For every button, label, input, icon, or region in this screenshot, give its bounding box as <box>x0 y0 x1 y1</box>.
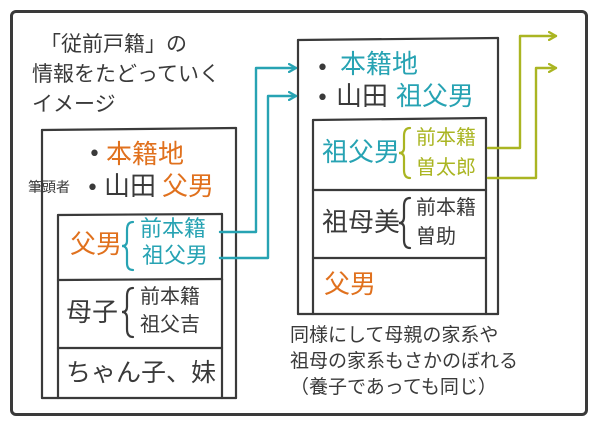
note-line-1: 同様にして母親の家系や <box>290 324 499 346</box>
left-head-prefix: 山田 <box>104 172 157 202</box>
title-line-3: イメージ <box>32 92 116 116</box>
right-grandmother-item-1: 前本籍 <box>416 195 476 219</box>
right-grandfather-item-1: 前本籍 <box>416 125 476 149</box>
left-mother-item-2: 祖父吉 <box>140 312 200 336</box>
right-register-box <box>296 36 500 316</box>
title-line-2: 情報をたどっていく <box>32 62 220 86</box>
right-head-bullet: • <box>316 86 329 111</box>
left-father-name: 父男 <box>70 230 123 260</box>
teal-connector-2 <box>218 96 298 260</box>
right-grandfather-brace <box>398 126 412 180</box>
left-honseki-bullet: • <box>88 142 101 167</box>
note-line-2: 祖母の家系もさかのぼれる <box>290 350 519 372</box>
olive-connector-2 <box>486 68 558 180</box>
teal-connector-1 <box>218 68 298 234</box>
olive-connector-1 <box>486 36 558 150</box>
left-head-bullet: • <box>86 176 99 201</box>
left-mother-brace <box>121 286 135 339</box>
left-father-item-2: 祖父男 <box>142 244 209 269</box>
right-head-prefix: 山田 <box>336 82 389 112</box>
left-head-label: 筆頭者 <box>28 180 70 196</box>
left-head-rel: 父男 <box>162 172 215 202</box>
note-line-3: （養子であっても同じ） <box>290 376 497 398</box>
right-honseki: 本籍地 <box>340 50 419 80</box>
right-grandmother-brace <box>398 196 412 250</box>
title-line-1: 「従前戸籍」の <box>40 32 187 56</box>
panel-frame <box>10 10 588 416</box>
left-father-item-1: 前本籍 <box>140 217 207 242</box>
right-grandfather-name: 祖父男 <box>322 138 401 168</box>
right-grandmother-name: 祖母美 <box>322 208 401 238</box>
left-register-box <box>40 126 238 400</box>
right-father: 父男 <box>324 270 377 300</box>
right-honseki-bullet: • <box>316 56 329 81</box>
right-head-rel: 祖父男 <box>396 82 475 112</box>
left-mother-item-1: 前本籍 <box>140 284 200 308</box>
left-honseki: 本籍地 <box>106 140 185 170</box>
left-father-brace <box>121 220 135 272</box>
left-children: ちゃん子、妹 <box>66 358 217 387</box>
left-mother-name: 母子 <box>66 298 119 328</box>
right-grandmother-item-2: 曽助 <box>416 224 456 248</box>
right-grandfather-item-2: 曽太郎 <box>416 155 476 179</box>
